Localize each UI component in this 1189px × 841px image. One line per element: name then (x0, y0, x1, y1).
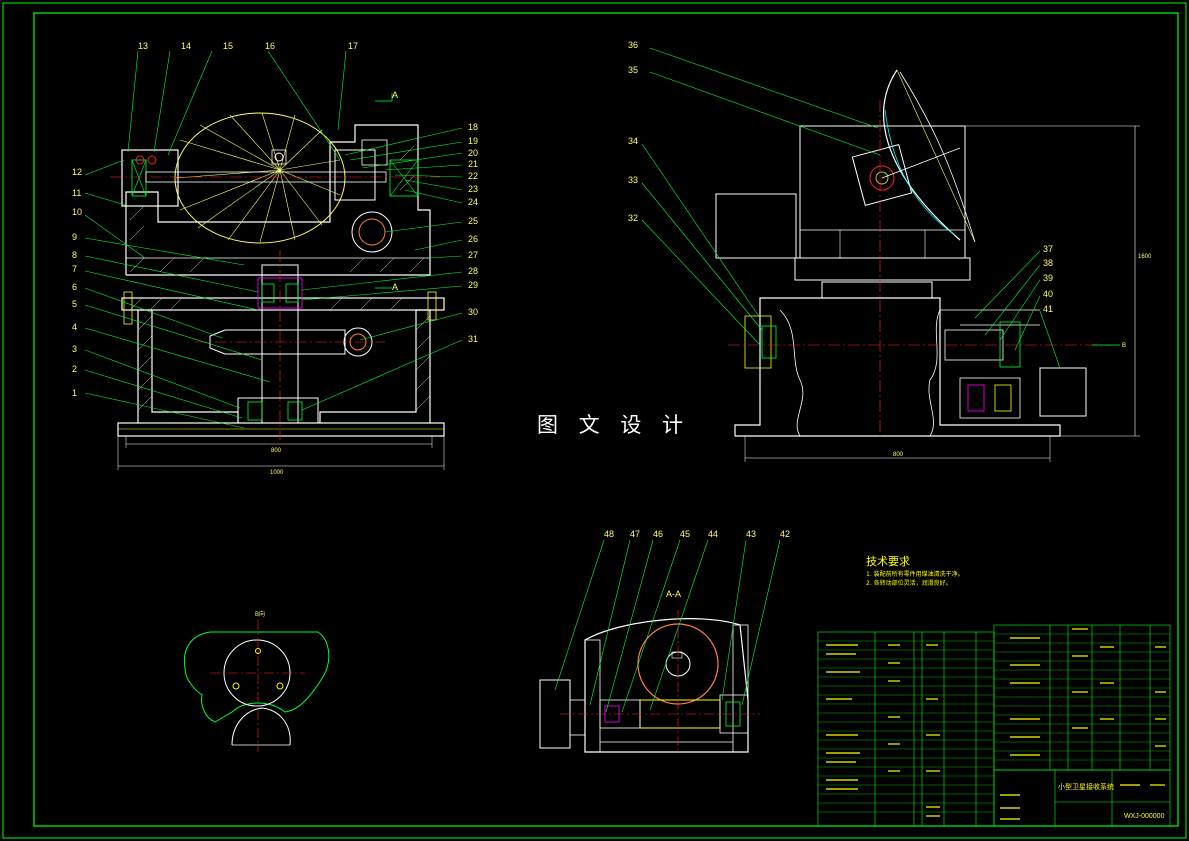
arrow-b-mark: B (1122, 343, 1126, 349)
callout-32: 32 (628, 213, 638, 223)
callout-30: 30 (468, 307, 478, 317)
callout-5: 5 (72, 299, 77, 309)
callout-15: 15 (223, 41, 233, 51)
detail-view-label: B向 (255, 610, 265, 618)
callout-8: 8 (72, 250, 77, 260)
callout-45: 45 (680, 529, 690, 539)
callout-42: 42 (780, 529, 790, 539)
callout-18: 18 (468, 122, 478, 132)
title-block-title: 小型卫星接收系统 (1058, 782, 1114, 791)
side-leaders (641, 47, 1061, 369)
side-view: 800 1600 B (715, 69, 1152, 462)
section-view-aa: A-A (539, 589, 760, 753)
callout-37: 37 (1043, 244, 1053, 254)
front-view: 800 1000 A A (110, 90, 445, 476)
callout-2: 2 (72, 364, 77, 374)
callout-3: 3 (72, 344, 77, 354)
dim-1600-side: 1600 (1138, 254, 1152, 260)
section-mark-a: A (392, 90, 398, 100)
detail-view-b: B向 (183, 610, 330, 752)
front-callouts: 13 14 15 16 17 12 11 10 9 8 7 6 5 4 3 2 … (72, 41, 478, 398)
dim-1000-front: 1000 (270, 470, 284, 476)
dim-800-side: 800 (893, 452, 904, 458)
callout-9: 9 (72, 232, 77, 242)
callout-28: 28 (468, 266, 478, 276)
callout-44: 44 (708, 529, 718, 539)
callout-24: 24 (468, 197, 478, 207)
callout-17: 17 (348, 41, 358, 51)
callout-12: 12 (72, 167, 82, 177)
inner-frame (33, 12, 1179, 827)
front-leaders (84, 50, 463, 429)
tech-req-line-2: 2. 各转动部位灵活，润滑良好。 (866, 579, 952, 587)
parts-list-table (817, 624, 1171, 827)
section-mark-a-lower: A (392, 282, 398, 292)
callout-1: 1 (72, 388, 77, 398)
callout-47: 47 (630, 529, 640, 539)
callout-48: 48 (604, 529, 614, 539)
callout-41: 41 (1043, 304, 1053, 314)
callout-36: 36 (628, 40, 638, 50)
callout-21: 21 (468, 159, 478, 169)
callout-40: 40 (1043, 289, 1053, 299)
callout-38: 38 (1043, 258, 1053, 268)
section-aa-label: A-A (666, 589, 681, 599)
callout-20: 20 (468, 148, 478, 158)
callout-11: 11 (72, 188, 81, 198)
callout-31: 31 (468, 334, 478, 344)
callout-26: 26 (468, 234, 478, 244)
tech-requirements: 技术要求 1. 装配前所有零件用煤油清洗干净。 2. 各转动部位灵活，润滑良好。 (866, 555, 964, 587)
callout-14: 14 (181, 41, 191, 51)
callout-7: 7 (72, 264, 77, 274)
section-callouts: 48 47 46 45 44 43 42 (604, 529, 790, 539)
callout-10: 10 (72, 207, 82, 217)
callout-22: 22 (468, 171, 478, 181)
parts-list-rows (818, 633, 1170, 813)
callout-46: 46 (653, 529, 663, 539)
callout-4: 4 (72, 322, 77, 332)
parts-list-entries (826, 628, 1166, 820)
callout-35: 35 (628, 65, 638, 75)
callout-43: 43 (746, 529, 756, 539)
callout-33: 33 (628, 175, 638, 185)
callout-29: 29 (468, 280, 478, 290)
callout-6: 6 (72, 282, 77, 292)
callout-19: 19 (468, 136, 478, 146)
title-block-drawing-no: WXJ-000000 (1124, 813, 1165, 820)
callout-39: 39 (1043, 273, 1053, 283)
callout-23: 23 (468, 184, 478, 194)
side-callouts: 36 35 34 33 32 37 38 39 40 41 (628, 40, 1053, 314)
callout-16: 16 (265, 41, 275, 51)
tech-req-line-1: 1. 装配前所有零件用煤油清洗干净。 (866, 570, 964, 578)
dim-800-front: 800 (271, 448, 282, 454)
callout-25: 25 (468, 216, 478, 226)
section-leaders (554, 539, 781, 713)
watermark-text: 图 文 设 计 (537, 413, 691, 437)
callout-27: 27 (468, 250, 478, 260)
callout-13: 13 (138, 41, 148, 51)
callout-34: 34 (628, 136, 638, 146)
tech-req-title: 技术要求 (866, 555, 910, 568)
